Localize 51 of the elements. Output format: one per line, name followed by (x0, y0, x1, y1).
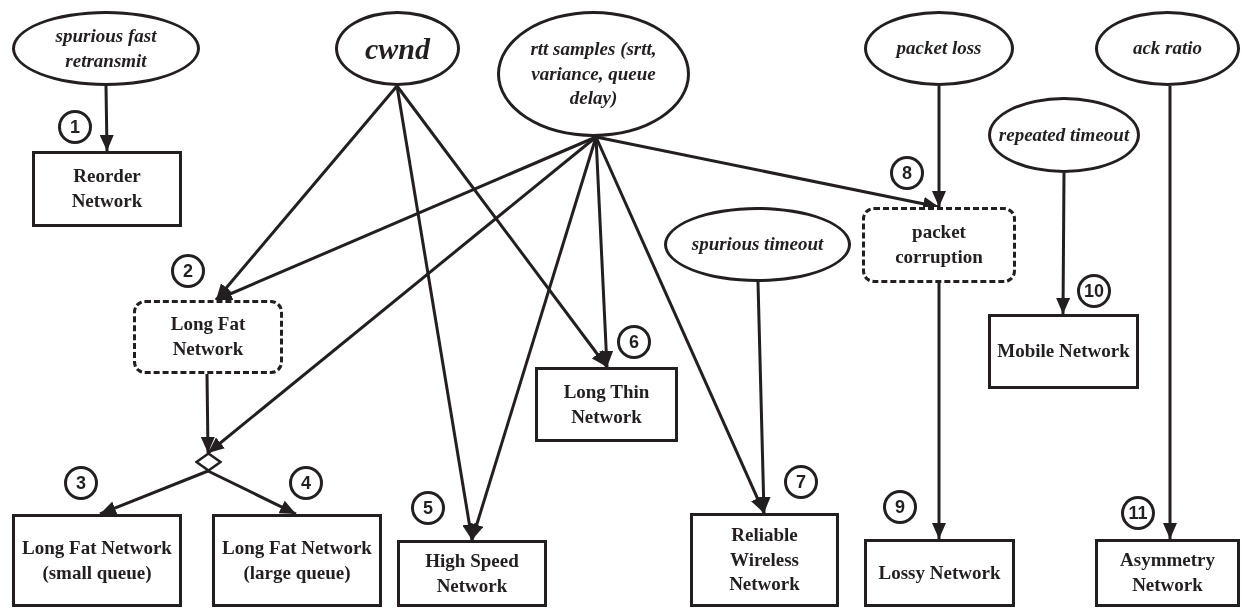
node-label: cwnd (364, 31, 432, 67)
node-label: Lossy Network (877, 560, 1002, 585)
node-label: Long Thin Network (562, 379, 651, 429)
arrow (99, 469, 209, 516)
network-box (1095, 539, 1240, 607)
callout-number: 10 (1077, 274, 1111, 308)
node-label: Long Fat Network (small queue) (21, 535, 173, 585)
node-label: packet loss (894, 36, 983, 61)
callout-number: 2 (171, 254, 205, 288)
arrow (932, 86, 946, 207)
node-label: Mobile Network (996, 339, 1131, 364)
callout-number: 6 (617, 325, 651, 359)
node-label: Reliable Wireless Network (728, 522, 801, 597)
arrow (1056, 173, 1071, 314)
callout-number: 8 (890, 156, 924, 190)
callout-number: 3 (64, 466, 98, 500)
node-label: High Speed Network (424, 548, 520, 598)
callout-number: 7 (784, 465, 818, 499)
arrow (214, 85, 399, 301)
arrow (756, 281, 771, 514)
arrow (395, 85, 477, 541)
node-label: Asymmetry Network (1119, 548, 1216, 597)
node-label: spurious timeout (690, 232, 825, 257)
node-label: Reorder Network (70, 164, 144, 213)
node-label: spurious fast retransmit (54, 23, 158, 73)
arrow (200, 373, 215, 454)
network-box (212, 514, 382, 607)
network-box (12, 514, 182, 607)
dashed-box (862, 207, 1016, 283)
network-box (690, 513, 839, 607)
network-box (397, 540, 547, 607)
arrow (207, 469, 297, 516)
network-box (864, 539, 1015, 607)
arrow (99, 85, 114, 152)
node-label: repeated timeout (997, 122, 1131, 147)
node-label: Long Fat Network (large queue) (221, 535, 373, 585)
arrow (1163, 86, 1177, 539)
dashed-box (133, 300, 283, 374)
callout-number: 11 (1121, 496, 1155, 530)
node-label: packet corruption (894, 220, 984, 269)
node-label: ack ratio (1131, 36, 1204, 61)
callout-number: 1 (58, 110, 92, 144)
callout-number: 4 (289, 466, 323, 500)
arrow (932, 283, 946, 539)
callout-number: 5 (411, 491, 445, 525)
node-label: rtt samples (srtt, variance, queue delay) (529, 36, 658, 111)
node-label: Long Fat Network (169, 312, 247, 361)
network-box (535, 367, 678, 442)
network-box (32, 151, 182, 227)
callout-number: 9 (883, 490, 917, 524)
network-box (988, 314, 1139, 389)
